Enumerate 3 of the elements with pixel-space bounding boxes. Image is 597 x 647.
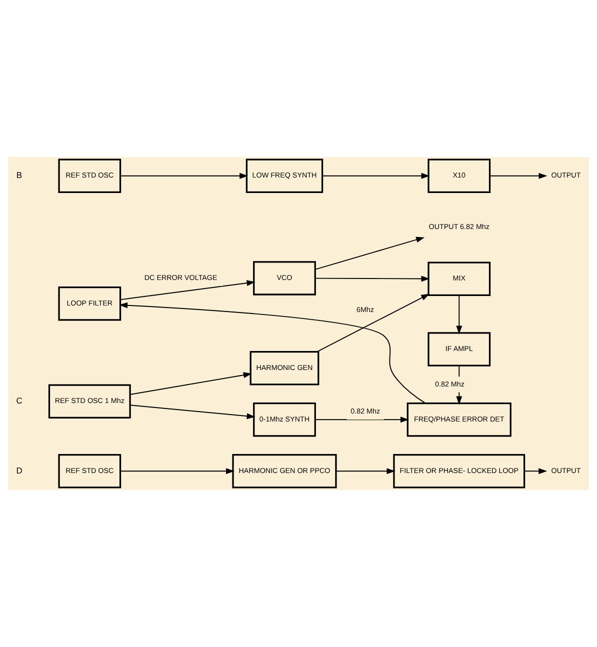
label: B [16, 170, 22, 180]
label: C [16, 396, 22, 406]
label: D [16, 465, 22, 476]
